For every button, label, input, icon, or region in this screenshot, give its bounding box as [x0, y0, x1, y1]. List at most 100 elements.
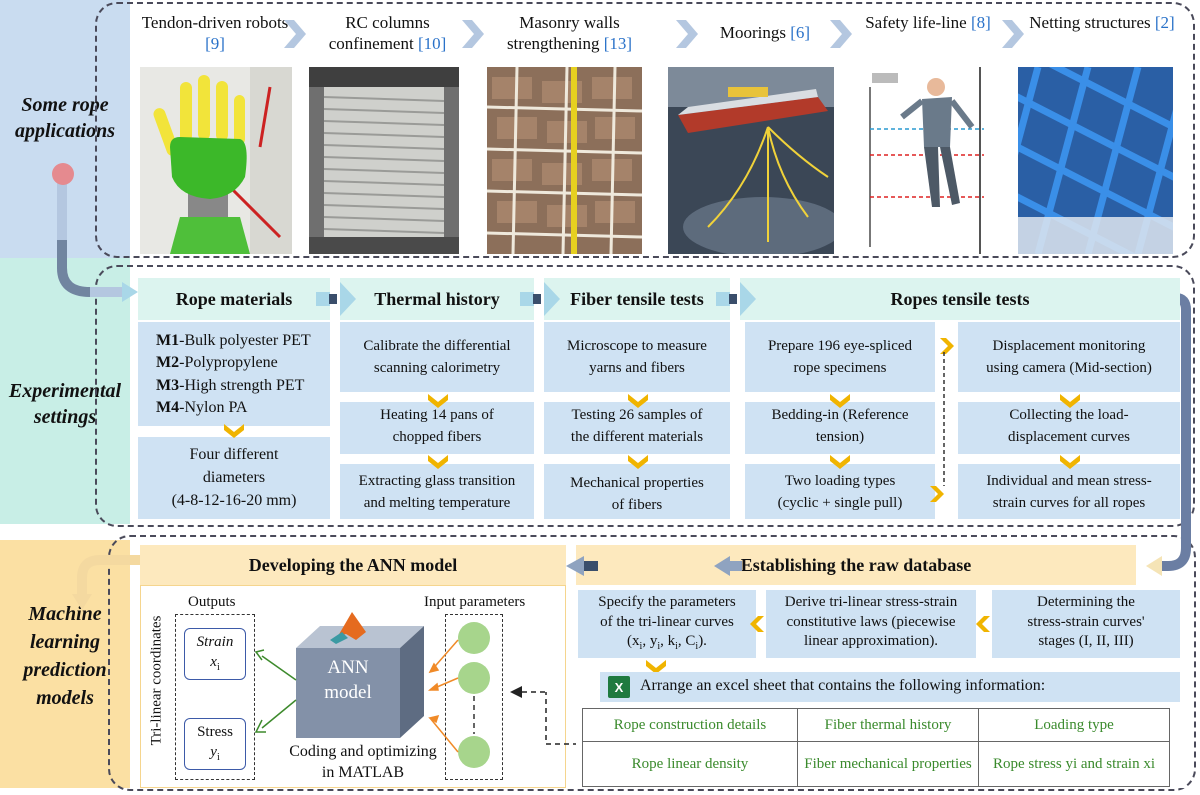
step-line: rope specimens: [793, 359, 887, 376]
material-item: M1-Bulk polyester PET: [156, 330, 331, 352]
moorings-image: [668, 67, 834, 254]
db-step-specify-text: Specify the parameters of the tri-linear…: [578, 593, 756, 653]
app-title-text: Tendon-driven robots: [141, 13, 289, 32]
app-ref: [9]: [205, 34, 225, 54]
step-line: Calibrate the differential: [363, 338, 511, 354]
ann-label-line: ANN: [327, 657, 369, 678]
lifeline-image: [852, 67, 984, 254]
excel-icon: X: [608, 676, 630, 698]
db-part: ).: [698, 633, 707, 649]
stress-var: y: [210, 743, 217, 760]
chevron-right-icon: [676, 20, 698, 48]
app-ref: [6]: [790, 23, 811, 42]
thermal-step-1: [340, 322, 534, 392]
db-line: of the tri-linear curves: [600, 613, 734, 630]
material-item: M2-Polypropylene: [156, 352, 331, 374]
step-line: scanning calorimetry: [373, 359, 501, 376]
step-line: Mechanical properties: [570, 475, 704, 491]
app-ref: [13]: [603, 34, 633, 54]
fiber-step-2-text: Testing 26 samples of the different mate…: [544, 405, 730, 449]
band-label-ml: Machine learning prediction models: [23, 603, 107, 709]
chevron-right-icon: [462, 20, 484, 48]
neuron-node-icon: [458, 622, 490, 654]
header-ann-model: Developing the ANN model: [140, 545, 566, 585]
band-experimental-bg: [0, 258, 130, 524]
band-label-experimental: Experimental settings: [8, 380, 122, 428]
diameters-text: Four different diameters (4-8-12-16-20 m…: [138, 443, 330, 513]
strain-label: Strain: [196, 634, 234, 650]
chevron-down-icon: [628, 455, 648, 469]
rope-left-step-2: [745, 402, 935, 454]
matlab-icon: [330, 612, 366, 644]
diameters-line: (4-8-12-16-20 mm): [171, 492, 297, 510]
material-code: M2: [156, 354, 180, 372]
db-line: stress-strain curves': [1027, 613, 1145, 630]
app-title-netting: Netting structures [2]: [1022, 12, 1182, 33]
db-sub: i: [657, 641, 661, 652]
chevron-down-icon: [628, 394, 648, 408]
ann-label-line: model: [324, 681, 372, 703]
db-step-specify: [578, 590, 756, 658]
thermal-step-3: [340, 464, 534, 519]
rope-right-step-3-text: Individual and mean stress- strain curve…: [958, 471, 1180, 515]
stress-output-box: Stress yi: [184, 718, 246, 770]
step-line: of fibers: [611, 496, 663, 513]
db-step-derive: [766, 590, 976, 658]
coding-line: Coding and optimizing: [289, 743, 437, 760]
material-item: M4-Nylon PA: [156, 397, 331, 419]
step-line: Displacement monitoring: [992, 338, 1146, 354]
materials-panel: [138, 322, 330, 426]
diameters-line: Four different: [189, 446, 279, 463]
header-rope-tests: Ropes tensile tests: [740, 278, 1180, 320]
material-code: M1: [156, 332, 180, 349]
diameters-line: diameters: [202, 469, 266, 487]
step-line: using camera (Mid-section): [986, 359, 1152, 376]
db-line: Determining the: [1037, 594, 1135, 610]
db-part: , C: [677, 633, 696, 649]
step-line: Prepare 196 eye-spliced: [767, 338, 913, 354]
strain-output-box: Strain xi: [184, 628, 246, 680]
db-sub: i: [639, 641, 643, 652]
materials-list: M1-Bulk polyester PET M2-Polypropylene M…: [156, 330, 331, 420]
db-line: linear approximation).: [803, 633, 939, 649]
chevron-down-icon: [830, 394, 850, 408]
table-cell: Rope stress yi and strain xi: [978, 741, 1170, 787]
strain-sub: i: [216, 661, 220, 673]
pink-dot-start: [52, 163, 74, 185]
robot-hand-image: [140, 67, 292, 254]
thermal-step-1-text: Calibrate the differential scanning calo…: [340, 336, 534, 380]
excel-text: Arrange an excel sheet that contains the…: [640, 677, 1046, 694]
rope-left-step-3-text: Two loading types (cyclic + single pull): [745, 471, 935, 515]
app-ref: [8]: [970, 13, 991, 32]
table-cell: Rope construction details: [582, 708, 798, 742]
header-thermal-history: Thermal history: [340, 278, 534, 320]
ann-cube: [296, 612, 424, 738]
header-fiber-tests: Fiber tensile tests: [544, 278, 730, 320]
step-line: displacement curves: [1007, 428, 1131, 445]
app-title-text: RC columns confinement: [328, 13, 430, 54]
inputs-label: Input parameters: [424, 594, 526, 610]
thermal-step-3-text: Extracting glass transition and melting …: [340, 471, 534, 515]
stress-label: Stress: [197, 724, 233, 740]
chevron-right-icon: [940, 338, 954, 354]
material-name: -Nylon PA: [179, 399, 248, 417]
table-cell: Fiber mechanical properties: [797, 741, 979, 787]
db-line: constitutive laws (piecewise: [786, 613, 956, 630]
inputs-frame: [445, 614, 503, 780]
db-line: stages (I, II, III): [1038, 633, 1134, 649]
chevron-down-icon: [428, 394, 448, 408]
rope-left-step-2-text: Bedding-in (Reference tension): [745, 405, 935, 449]
step-line: tension): [815, 428, 865, 445]
db-sub: i: [675, 641, 678, 652]
db-part: , y: [642, 633, 658, 649]
db-line: Derive tri-linear stress-strain: [784, 594, 958, 610]
chevron-right-icon: [930, 486, 944, 502]
material-code: M4: [156, 399, 180, 417]
chevron-down-icon: [1060, 455, 1080, 469]
excel-row: [600, 672, 1180, 702]
app-ref: [2]: [1154, 13, 1175, 32]
stress-sub: i: [216, 751, 220, 763]
diameters-panel: [138, 437, 330, 519]
